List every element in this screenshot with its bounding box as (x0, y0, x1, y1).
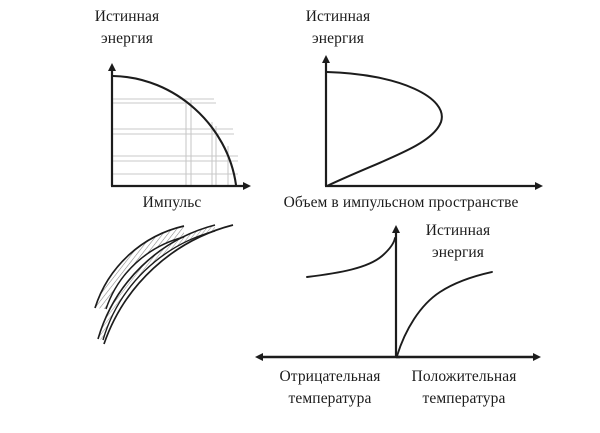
arc-band-inner-inner-edge (105, 236, 185, 310)
panel4-positive-branch-curve (396, 271, 493, 357)
panel2-y-axis-label-line2: энергия (311, 30, 365, 48)
panel4-y-axis-label-line1: Истинная (425, 222, 491, 239)
panel1-x-axis-label: Импульс (142, 194, 202, 211)
arc-band-middle-outer-edge (97, 224, 216, 340)
arc-band-middle-inner-edge (102, 230, 216, 341)
panel4-negative-branch-curve (306, 237, 396, 278)
panel4-x-axis-label-left-line1: Отрицательная (279, 368, 381, 385)
arc-band-inner-outer-edge (94, 225, 185, 309)
panel1-gridlines (113, 98, 238, 185)
panel4-y-axis-label-line2: энергия (431, 244, 485, 262)
panel2-parabola-curve (326, 71, 443, 187)
panel4-x-axis-label-left: Отрицательная температура (266, 366, 394, 411)
panel4-y-axis-label: Истинная энергия (404, 220, 512, 265)
panel1-y-axis-label: Истинная энергия (72, 6, 182, 51)
panel4-x-axis-label-right-line2: температура (422, 390, 506, 408)
panel4-x-axis-label-right: Положительная температура (399, 366, 529, 411)
panel4-x-axis-label-right-line1: Положительная (411, 368, 517, 385)
panel1-quarter-circle-curve (111, 74, 238, 187)
panel1-y-axis-label-line1: Истинная (94, 8, 160, 25)
panel1-y-axis-label-line2: энергия (100, 30, 154, 48)
panel2-x-axis-label: Объем в импульсном пространстве (283, 194, 519, 211)
arc-band-inner-fill (95, 226, 184, 309)
panel-momentum-space-volume (322, 55, 543, 190)
panel-temperature (255, 225, 541, 361)
panel2-y-axis-label: Истинная энергия (283, 6, 393, 51)
panel-fermi-surface (108, 63, 251, 190)
arc-band-outer-line (103, 224, 234, 345)
panel-arc-bands (94, 224, 234, 345)
panel2-y-axis-label-line1: Истинная (305, 8, 371, 25)
panel4-x-axis-label-left-line2: температура (288, 390, 372, 408)
